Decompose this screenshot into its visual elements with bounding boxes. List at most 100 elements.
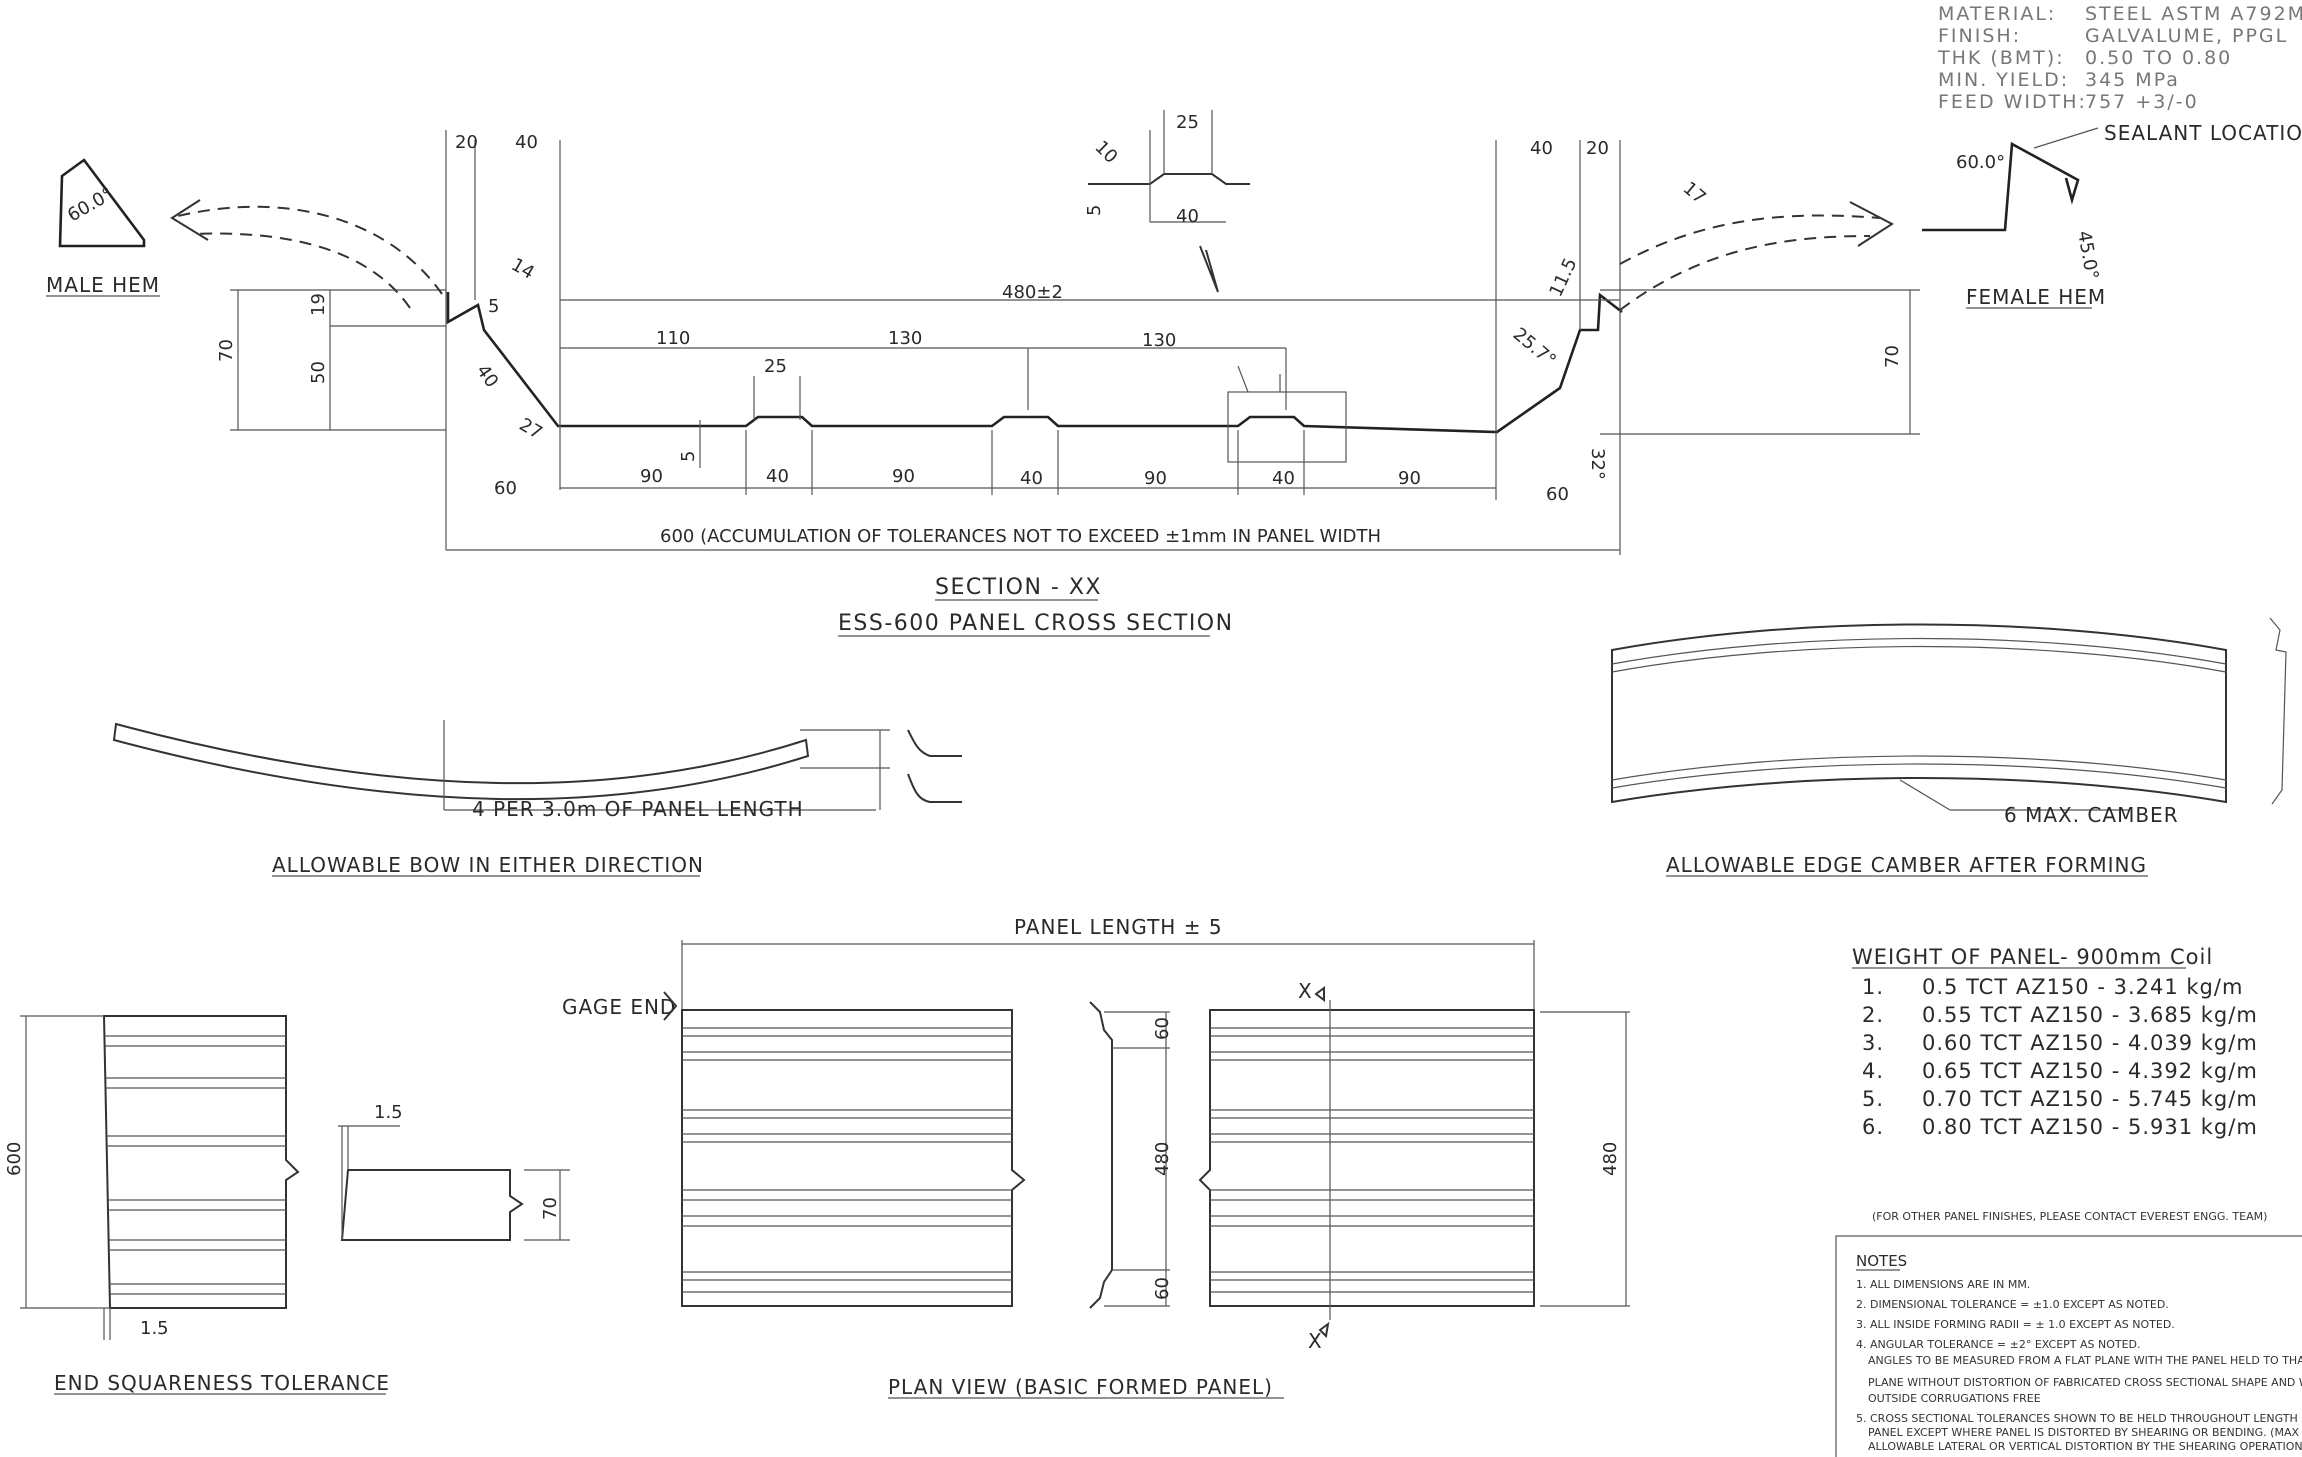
plan-title: PLAN VIEW (BASIC FORMED PANEL): [888, 1375, 1273, 1399]
weight-row-6-n: 6.: [1862, 1115, 1884, 1139]
notes-block: NOTES 1. ALL DIMENSIONS ARE IN MM. 2. DI…: [1835, 1235, 2302, 1457]
note-4-line-3: PLANE WITHOUT DISTORTION OF FABRICATED C…: [1868, 1376, 2302, 1389]
male-hem-arrow: [177, 205, 443, 295]
note-5-line-2: PANEL EXCEPT WHERE PANEL IS DISTORTED BY…: [1868, 1426, 2299, 1439]
bow-symbol-top: [907, 729, 962, 757]
panel-profile: [446, 292, 1623, 434]
weight-row-1: 0.5 TCT AZ150 - 3.241 kg/m: [1922, 975, 2243, 999]
thickness-value: 0.50 TO 0.80: [2085, 47, 2232, 69]
finish-label: FINISH:: [1938, 25, 2021, 47]
weight-footnote: (FOR OTHER PANEL FINISHES, PLEASE CONTAC…: [1872, 1210, 2267, 1223]
dim-90-3: 90: [1144, 468, 1167, 489]
plan-panel-left: [681, 1009, 1026, 1307]
female-hem-angle-a: 60.0°: [1956, 152, 2005, 173]
note-4-line-2: ANGLES TO BE MEASURED FROM A FLAT PLANE …: [1868, 1354, 2302, 1367]
weight-row-2-n: 2.: [1862, 1003, 1884, 1027]
dim-40-slope: 40: [472, 361, 502, 392]
section-title: SECTION - XX: [935, 575, 1102, 600]
cross-section-view: 20 40 40 20 480±2 110 130 130 25 70 19 5…: [46, 110, 2302, 637]
female-hem-angle-b: 45.0°: [2073, 229, 2102, 281]
dim-20-right: 20: [1586, 138, 1609, 159]
plan-dim-60-bottom: 60: [1152, 1277, 1173, 1300]
plan-dim-480-right: 480: [1600, 1142, 1621, 1176]
male-hem-arrow-2: [191, 232, 411, 309]
detail-leader: [1237, 365, 1249, 393]
plan-side-profile: [1089, 1001, 1113, 1309]
dim-11-5: 11.5: [1545, 255, 1581, 300]
gage-end-arrow: [663, 991, 678, 1021]
detail-dim-5: 5: [1084, 205, 1105, 216]
square-dim-600: 600: [4, 1142, 25, 1176]
detail-dim-25: 25: [1176, 112, 1199, 133]
dim-130-b: 130: [1142, 330, 1176, 351]
weight-row-3-n: 3.: [1862, 1031, 1884, 1055]
weight-row-4-n: 4.: [1862, 1059, 1884, 1083]
male-hem-detail: [58, 158, 146, 248]
camber-note: 6 MAX. CAMBER: [2004, 803, 2179, 827]
dim-32-angle: 32°: [1587, 448, 1608, 480]
material-block: MATERIAL: STEEL ASTM A792M FINISH: GALVA…: [1937, 3, 2302, 113]
notes-title: NOTES: [1856, 1252, 1907, 1270]
dim-60-right: 60: [1546, 484, 1569, 505]
cambered-panel: [1611, 623, 2227, 804]
note-4: 4. ANGULAR TOLERANCE = ±2° EXCEPT AS NOT…: [1856, 1338, 2141, 1351]
dim-25: 25: [764, 356, 787, 377]
dim-17: 17: [1679, 178, 1710, 209]
bowed-panel: [112, 722, 810, 801]
dim-19: 19: [308, 293, 329, 316]
bow-title: ALLOWABLE BOW IN EITHER DIRECTION: [272, 853, 704, 877]
male-hem-label: MALE HEM: [46, 273, 160, 297]
dim-20-left: 20: [455, 132, 478, 153]
dim-14: 14: [508, 254, 538, 284]
feed-width-value: 757 +3/-0: [2085, 91, 2199, 113]
section-mark-x-bottom: X: [1308, 1329, 1323, 1353]
detail-dim-40: 40: [1176, 206, 1199, 227]
dim-5-rib: 5: [678, 451, 699, 462]
dim-70-left: 70: [216, 339, 237, 362]
dim-40-right: 40: [1530, 138, 1553, 159]
dim-70-right: 70: [1882, 345, 1903, 368]
square-dim-70: 70: [540, 1197, 561, 1220]
square-panel: [102, 1015, 300, 1309]
weight-row-5: 0.70 TCT AZ150 - 5.745 kg/m: [1922, 1087, 2258, 1111]
dim-40-1: 40: [766, 466, 789, 487]
square-dim-15-top: 1.5: [374, 1102, 403, 1123]
squareness-title: END SQUARENESS TOLERANCE: [54, 1371, 390, 1395]
female-hem-arrowhead: [1849, 201, 1894, 247]
gage-end-label: GAGE END: [562, 995, 676, 1019]
section-mark-arrow-top: [1314, 986, 1325, 1002]
weight-row-3: 0.60 TCT AZ150 - 4.039 kg/m: [1922, 1031, 2258, 1055]
square-dim-15-bottom: 1.5: [140, 1318, 169, 1339]
finish-value: GALVALUME, PPGL: [2085, 25, 2288, 47]
squareness-view: 600 1.5 1.5 70 END SQUARENESS TOLERANCE: [4, 1015, 570, 1395]
dim-130-a: 130: [888, 328, 922, 349]
dim-480: 480±2: [1002, 282, 1063, 303]
section-subtitle: ESS-600 PANEL CROSS SECTION: [838, 611, 1234, 636]
section-mark-x-top: X: [1298, 979, 1313, 1003]
material-label: MATERIAL:: [1938, 3, 2056, 25]
rib-detail-box: [1227, 391, 1347, 463]
sealant-leader: [2033, 127, 2099, 149]
male-hem-arrowhead: [170, 199, 209, 241]
camber-edge-symbol: [2269, 617, 2287, 805]
rib-detail-profile: [1088, 173, 1250, 185]
female-hem-arrow: [1619, 214, 1881, 265]
dim-60-left: 60: [494, 478, 517, 499]
feed-width-label: FEED WIDTH:: [1938, 91, 2087, 113]
note-1: 1. ALL DIMENSIONS ARE IN MM.: [1856, 1278, 2030, 1291]
weight-table: WEIGHT OF PANEL- 900mm Coil 1. 0.5 TCT A…: [1852, 945, 2267, 1223]
plan-dim-60-top: 60: [1152, 1017, 1173, 1040]
bow-note: 4 PER 3.0m OF PANEL LENGTH: [472, 797, 804, 821]
dim-27: 27: [516, 414, 546, 444]
note-3: 3. ALL INSIDE FORMING RADII = ± 1.0 EXCE…: [1856, 1318, 2175, 1331]
female-hem-label: FEMALE HEM: [1966, 285, 2106, 309]
bow-symbol-bottom: [907, 773, 962, 803]
dim-90-1: 90: [640, 466, 663, 487]
material-value: STEEL ASTM A792M: [2085, 3, 2302, 25]
sealant-location-label: SEALANT LOCATION: [2104, 121, 2302, 145]
dim-40-2: 40: [1020, 468, 1043, 489]
note-5-line-3: ALLOWABLE LATERAL OR VERTICAL DISTORTION…: [1868, 1440, 2302, 1453]
weight-row-5-n: 5.: [1862, 1087, 1884, 1111]
note-2: 2. DIMENSIONAL TOLERANCE = ±1.0 EXCEPT A…: [1856, 1298, 2169, 1311]
